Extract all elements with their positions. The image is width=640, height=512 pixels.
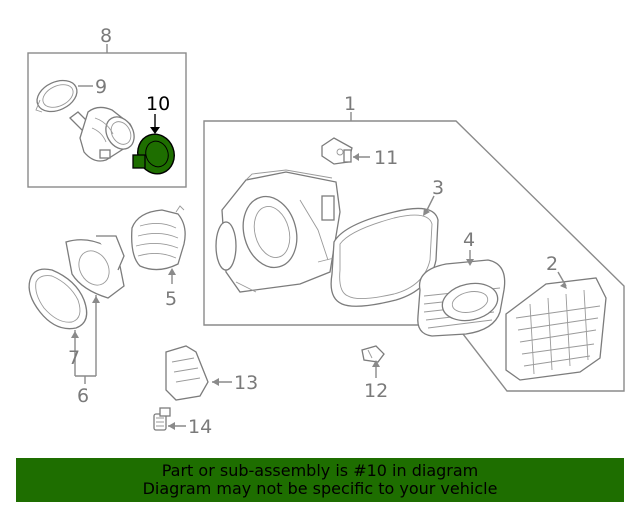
part-5-resonator[interactable] <box>131 205 186 271</box>
part-14-bolt[interactable] <box>153 407 171 431</box>
label-1: 1 <box>344 93 356 115</box>
part-11-sensor[interactable] <box>321 137 353 165</box>
part-7-gasket[interactable] <box>28 268 88 330</box>
part-2-cover[interactable] <box>505 277 607 381</box>
parts-diagram: 8 9 10 1 11 <box>27 25 625 438</box>
label-9: 9 <box>95 76 107 98</box>
label-8: 8 <box>100 25 112 47</box>
assembly-box-1 <box>203 120 625 392</box>
label-13: 13 <box>234 372 258 394</box>
label-4: 4 <box>463 229 475 251</box>
part-9-clamp[interactable] <box>32 74 82 117</box>
part-sensor-housing[interactable] <box>69 106 140 162</box>
label-11: 11 <box>374 147 398 169</box>
part-10-highlighted[interactable] <box>132 129 180 179</box>
label-3: 3 <box>432 177 444 199</box>
banner-line-2: Diagram may not be specific to your vehi… <box>142 479 498 498</box>
label-14: 14 <box>188 416 212 438</box>
label-12: 12 <box>364 380 388 402</box>
label-7: 7 <box>68 347 80 369</box>
part-12-clip[interactable] <box>361 345 385 363</box>
label-10: 10 <box>146 93 170 115</box>
part-6-adapter[interactable] <box>65 235 125 299</box>
banner-line-1: Part or sub-assembly is #10 in diagram <box>161 461 479 480</box>
part-4-filter[interactable] <box>417 259 506 337</box>
label-6: 6 <box>77 385 89 407</box>
label-5: 5 <box>165 288 177 310</box>
label-2: 2 <box>546 253 558 275</box>
part-13-bracket[interactable] <box>165 345 209 401</box>
info-banner: Part or sub-assembly is #10 in diagram D… <box>16 458 624 502</box>
part-air-cleaner-housing[interactable] <box>215 169 341 293</box>
